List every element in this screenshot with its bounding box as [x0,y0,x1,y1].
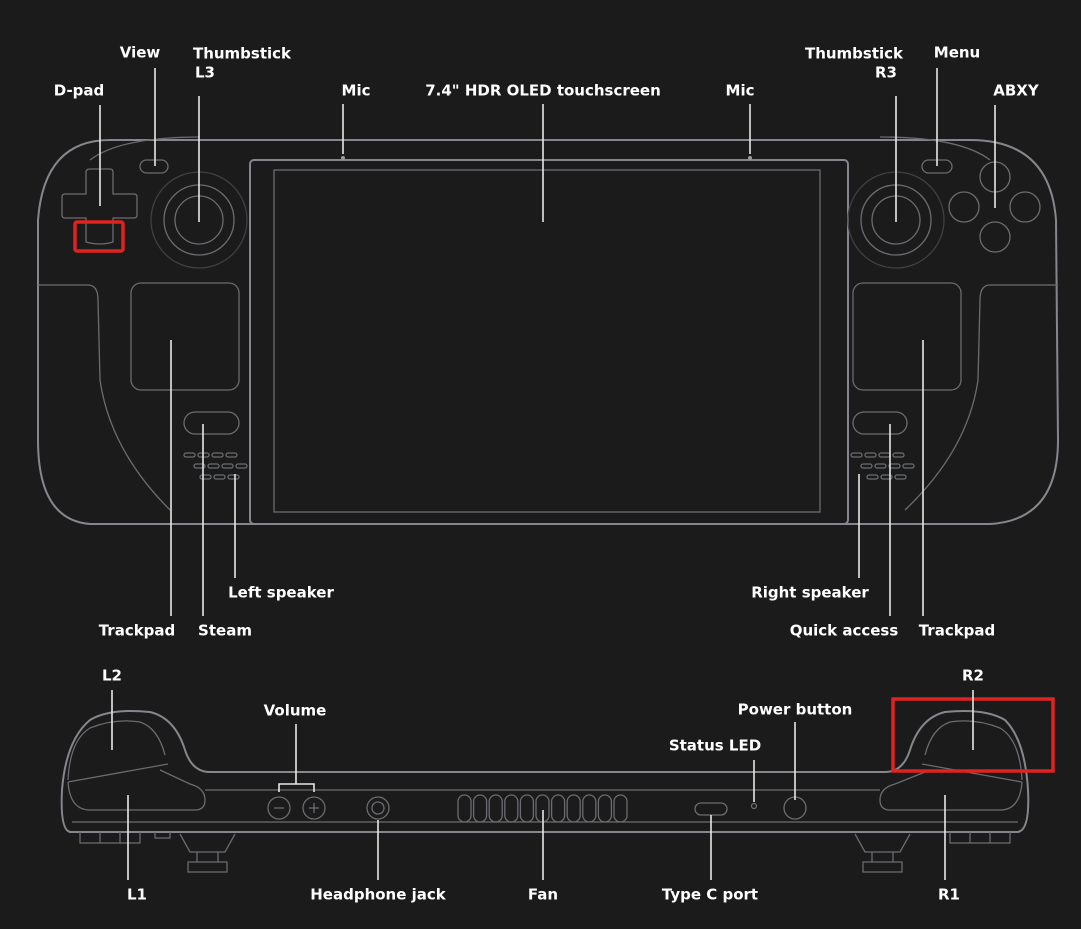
label-thumbstick-r3-line2: R3 [875,63,897,82]
label-thumbstick-l3-line2: L3 [195,63,215,82]
label-trackpad-right: Trackpad [918,621,996,640]
type-c-port [694,802,728,816]
volume-buttons [267,796,326,820]
right-trackpad [852,282,962,391]
front-leader-lines [99,68,996,616]
fan-slot [613,794,628,823]
fan-slot [504,794,519,823]
quick-access-button [852,411,908,435]
mic-right-hole [748,156,752,160]
top-leader-lines [111,690,974,880]
fan-vents [457,794,628,823]
speaker-slot [199,474,212,480]
dpad-highlight-box [73,220,125,253]
label-view: View [119,43,161,62]
speaker-slot [227,474,240,480]
speaker-slot [902,463,915,469]
mic-left-hole [341,156,345,160]
label-left-speaker: Left speaker [228,583,334,602]
fan-slot [472,794,488,823]
fan-slot [597,794,613,823]
label-l2: L2 [102,666,122,685]
label-volume: Volume [263,701,327,720]
fan-slot [519,794,535,823]
speaker-slot [221,463,234,469]
fan-slot [582,794,597,823]
front-body [37,136,1060,525]
label-headphone-jack: Headphone jack [310,885,446,904]
dpad [61,168,138,253]
speaker-slot [878,452,891,458]
speaker-slot [880,474,893,480]
touchscreen [249,156,849,525]
speaker-slot [211,452,224,458]
left-speaker-grille [183,452,248,480]
power-button [783,796,807,820]
label-screen: 7.4" HDR OLED touchscreen [425,81,661,100]
speaker-slot [894,474,907,480]
speaker-slot [850,452,863,458]
label-dpad: D-pad [53,81,105,100]
label-quick-access: Quick access [789,621,899,640]
speaker-slot [213,474,226,480]
status-led [750,802,758,810]
label-mic-right: Mic [725,81,755,100]
label-thumbstick-l3-line1: Thumbstick [192,44,292,63]
right-speaker-grille [850,452,915,480]
label-steam: Steam [198,621,252,640]
label-trackpad-left: Trackpad [98,621,176,640]
fan-slot [566,794,581,823]
label-type-c-port: Type C port [661,885,759,904]
fan-slot [488,794,503,823]
label-l1: L1 [127,885,147,904]
speaker-slot [235,463,248,469]
label-right-speaker: Right speaker [751,583,869,602]
speaker-slot [207,463,220,469]
label-fan: Fan [527,885,559,904]
speaker-slot [225,452,238,458]
speaker-slot [183,452,196,458]
fan-slot [550,794,566,823]
headphone-jack [366,796,390,820]
label-menu: Menu [933,43,981,62]
speaker-slot [874,463,887,469]
left-trackpad [130,282,240,391]
view-button [139,159,169,174]
label-mic-left: Mic [341,81,371,100]
speaker-slot [866,474,879,480]
speaker-slot [888,463,901,469]
speaker-slot [864,452,877,458]
label-r2: R2 [962,666,984,685]
top-body [60,697,1055,873]
speaker-slot [892,452,905,458]
label-abxy: ABXY [993,81,1039,100]
label-power-button: Power button [737,700,853,719]
label-status-led: Status LED [668,736,762,755]
fan-slot [457,794,472,823]
speaker-slot [860,463,873,469]
label-thumbstick-r3-line1: Thumbstick [804,44,904,63]
label-r1: R1 [938,885,960,904]
speaker-slot [193,463,206,469]
steam-button [183,411,240,435]
